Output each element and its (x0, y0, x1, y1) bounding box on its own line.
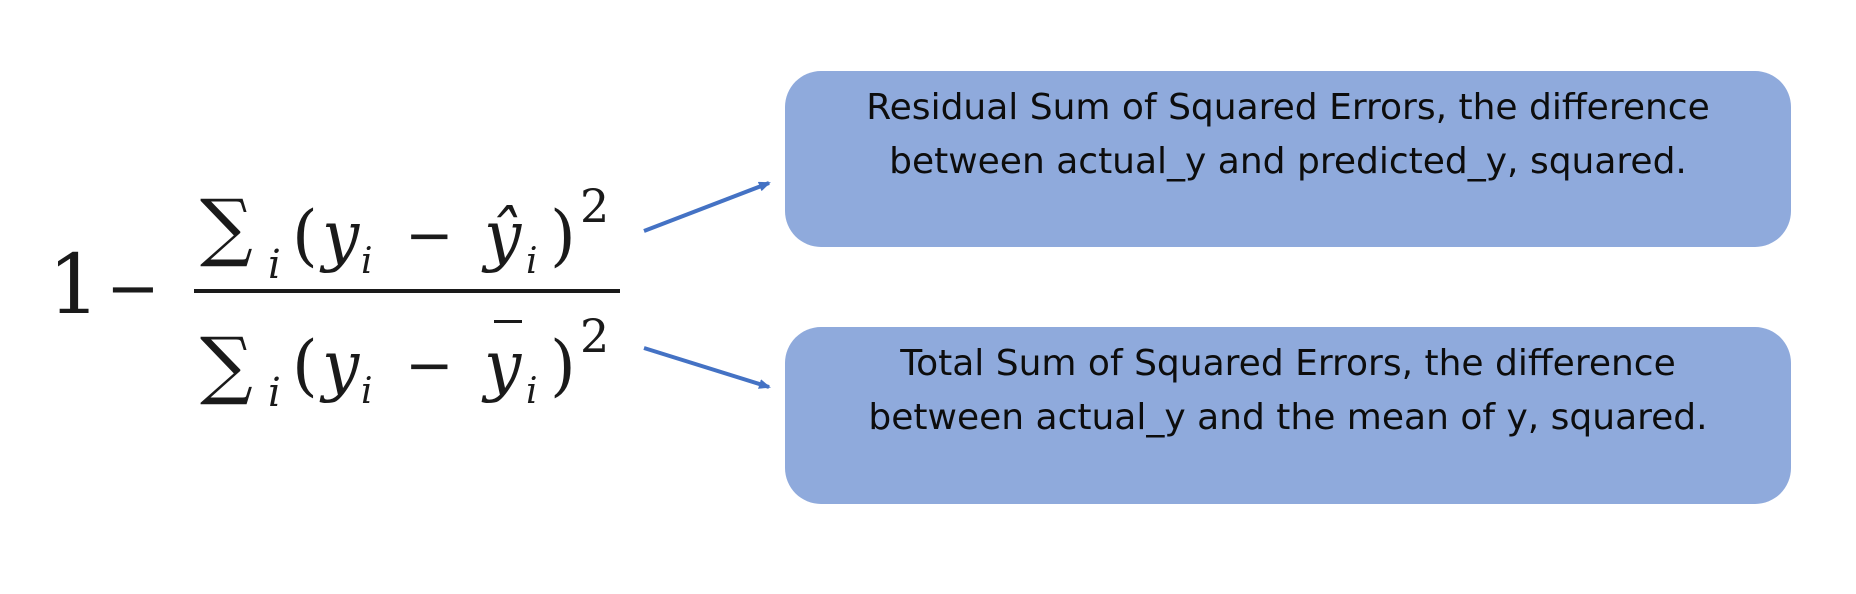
numerator-sum-sign: ∑ (200, 184, 253, 270)
formula-minus: − (106, 252, 160, 326)
numerator-y-subscript: i (361, 241, 373, 282)
numerator-minus: − (405, 201, 454, 269)
denominator-power: 2 (580, 309, 609, 363)
numerator-y-hat: ŷ (481, 197, 522, 274)
fraction-bar (194, 289, 620, 293)
total-sum-callout-text: Total Sum of Squared Errors, the differe… (868, 343, 1708, 438)
numerator-power: 2 (580, 179, 609, 233)
denominator-y-subscript: i (361, 371, 373, 412)
numerator-y: y (319, 197, 360, 274)
denominator-y: y (319, 327, 360, 404)
denominator-minus: − (405, 331, 454, 399)
denominator-sum-index: i (268, 370, 281, 416)
denominator-y-bar-subscript: i (526, 371, 538, 412)
denominator-sum-sign: ∑ (200, 322, 253, 408)
numerator-sum-index: i (268, 242, 281, 288)
arrow-to-residual-callout (643, 181, 771, 233)
numerator-close-paren: ) (550, 197, 576, 274)
formula-one: 1 (48, 238, 100, 333)
denominator-close-paren: ) (550, 327, 576, 404)
arrow-to-total-callout (643, 346, 771, 389)
numerator-open-paren: ( (292, 197, 318, 274)
residual-sum-callout-text: Residual Sum of Squared Errors, the diff… (866, 87, 1710, 182)
denominator: ∑ i ( y i − y i ) 2 (200, 309, 609, 416)
denominator-y-bar-overline (494, 320, 522, 323)
numerator-y-hat-subscript: i (526, 241, 538, 282)
numerator: ∑ i ( y i − ŷ i ) 2 (200, 179, 609, 288)
residual-sum-callout: Residual Sum of Squared Errors, the diff… (785, 71, 1791, 247)
denominator-open-paren: ( (292, 327, 318, 404)
total-sum-callout: Total Sum of Squared Errors, the differe… (785, 327, 1791, 504)
denominator-y-bar: y (481, 327, 522, 404)
